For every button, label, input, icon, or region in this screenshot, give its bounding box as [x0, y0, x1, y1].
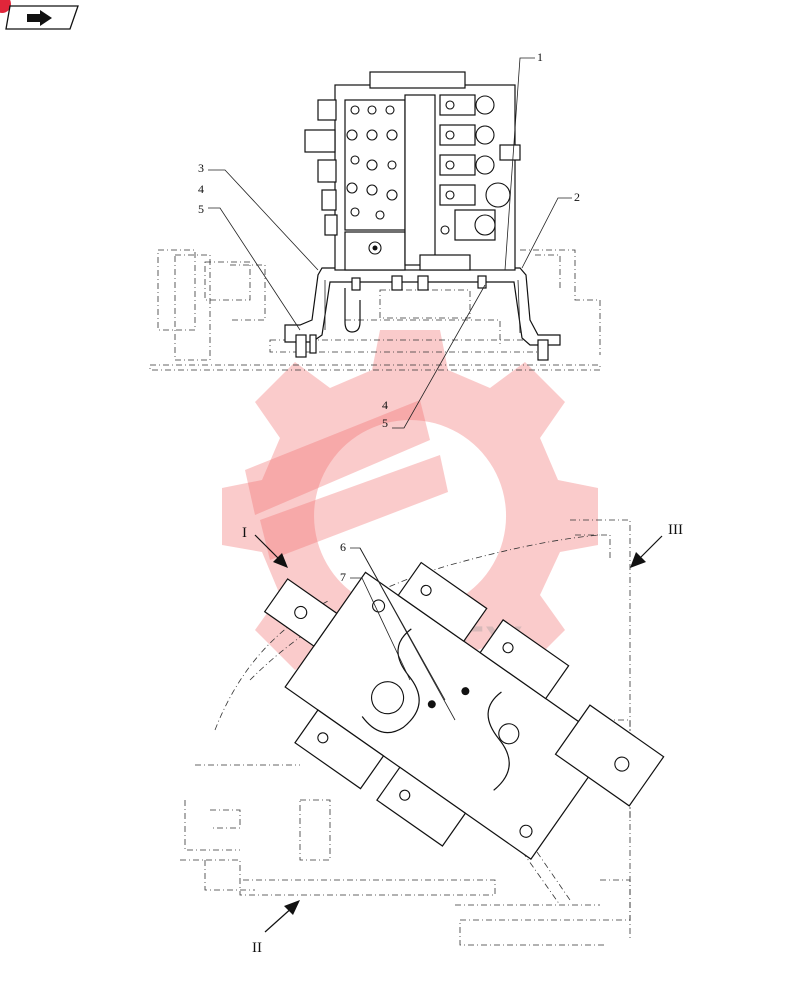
solenoid-valve — [439, 94, 521, 241]
view-label-III: III — [668, 522, 683, 538]
nav-button[interactable] — [0, 0, 79, 30]
callout-5-lower: 5 — [382, 416, 388, 430]
callout-6: 6 — [340, 540, 346, 554]
lower-plan-view — [180, 519, 665, 946]
callout-2: 2 — [574, 190, 580, 204]
view-arrow-II — [264, 900, 300, 933]
callout-4-lower: 4 — [382, 398, 388, 412]
bolt — [295, 275, 549, 361]
callout-1: 1 — [537, 50, 543, 64]
view-arrow-I — [254, 534, 288, 568]
callout-5-upper: 5 — [198, 202, 204, 216]
view-label-I: I — [242, 525, 247, 541]
red-badge — [0, 0, 11, 13]
callout-7: 7 — [340, 570, 346, 584]
view-arrow-III — [630, 535, 663, 568]
view-label-II: II — [252, 940, 262, 956]
return-arrow-icon — [27, 10, 52, 26]
upper-assembly-view — [149, 57, 601, 429]
control-valve — [304, 71, 521, 271]
callout-3: 3 — [198, 161, 204, 175]
callout-4-upper: 4 — [198, 182, 204, 196]
